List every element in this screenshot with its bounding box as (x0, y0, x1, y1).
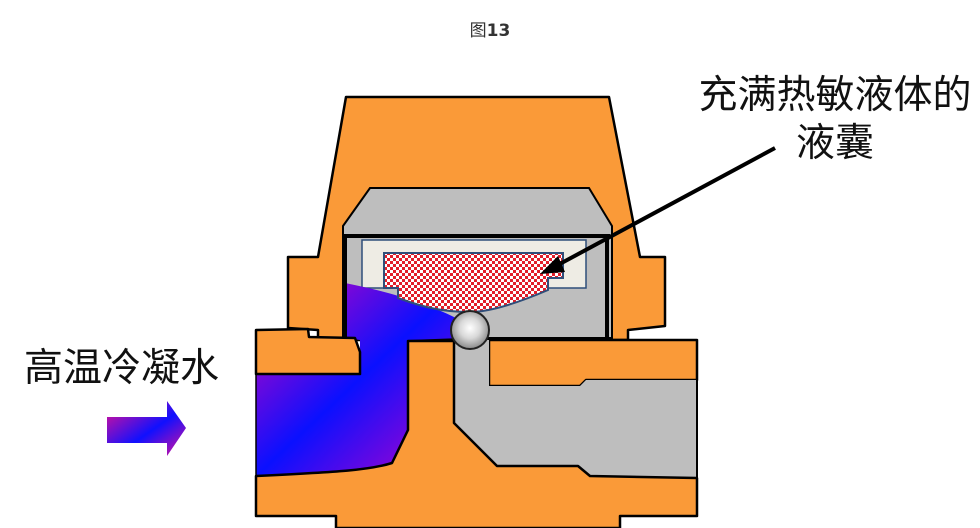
condensate-fluid (256, 283, 462, 476)
bellows-label-line2: 液囊 (795, 121, 874, 166)
figure-title-number: 13 (486, 21, 511, 41)
inlet-label: 高温冷凝水 (24, 346, 220, 391)
outlet-passage (455, 340, 697, 478)
inlet-flange (254, 327, 362, 376)
pointer-arrow-line (555, 146, 776, 268)
bellows-label-line1: 充满热敏液体的 (698, 73, 972, 118)
bellows-label: 充满热敏液体的 液囊 (694, 72, 976, 168)
figure-title-prefix: 图 (469, 21, 487, 41)
pointer-arrow-head (540, 256, 565, 274)
outlet-upper-block (487, 338, 699, 388)
figure-title: 图13 (0, 16, 980, 41)
valve-ball (450, 310, 490, 350)
flow-arrow-icon (107, 401, 186, 456)
valve-body-base (254, 339, 699, 528)
